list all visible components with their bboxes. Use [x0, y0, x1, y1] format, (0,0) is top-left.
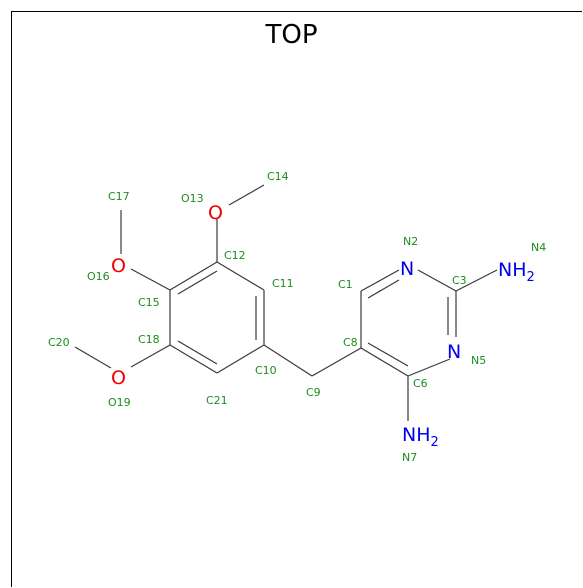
atom-o13: O: [208, 202, 223, 224]
label-o13: O13: [181, 192, 204, 205]
label-c11: C11: [272, 277, 294, 290]
diagram-frame: [11, 11, 582, 587]
atom-n4-subscript: 2: [527, 270, 535, 285]
atom-n7-subscript: 2: [431, 435, 439, 450]
label-o16: O16: [87, 270, 110, 283]
label-c10: C10: [255, 364, 277, 377]
bond-o19-c20: [74, 346, 112, 369]
label-n7: N7: [402, 451, 417, 464]
bond-c21-c18: [169, 344, 218, 374]
bond-c15-c12: [169, 261, 218, 291]
bond-c10-c21: [216, 344, 265, 374]
label-n4: N4: [531, 241, 546, 254]
label-n5: N5: [471, 354, 486, 367]
bond-c6-c8-inner: [367, 342, 409, 367]
label-c6: C6: [413, 377, 428, 390]
atom-n4-symbol: NH: [498, 259, 527, 281]
atom-o16: O: [111, 255, 126, 277]
label-n2: N2: [403, 235, 418, 248]
label-c14: C14: [267, 170, 289, 183]
bond-c14-o13: [228, 184, 265, 206]
label-c3: C3: [452, 274, 467, 287]
label-c15: C15: [138, 296, 160, 309]
bond-c18-o19: [130, 344, 171, 368]
atom-n5: N: [447, 341, 461, 363]
atom-o19: O: [111, 367, 126, 389]
bond-c21-c18-inner: [177, 340, 218, 365]
atom-n2: N: [400, 258, 414, 280]
diagram-title: TOP: [265, 20, 318, 50]
bond-c10-c9: [263, 344, 313, 377]
bond-n2-c3: [417, 269, 457, 292]
label-c17: C17: [108, 190, 130, 203]
bond-c1-n2-inner: [367, 279, 400, 299]
atom-n4: NH2: [498, 259, 535, 285]
bond-c15-c12-inner: [177, 270, 218, 295]
label-c1: C1: [338, 278, 353, 291]
label-c8: C8: [343, 336, 358, 349]
label-c9: C9: [306, 386, 321, 399]
label-c18: C18: [138, 333, 160, 346]
bond-c15-o16: [130, 268, 171, 291]
label-c20: C20: [48, 336, 70, 349]
bond-c9-c8: [311, 347, 362, 377]
atom-group: N N NH2 NH2 O O O: [111, 202, 535, 450]
label-o19: O19: [108, 396, 131, 409]
label-c12: C12: [224, 249, 246, 262]
bond-n5-c6: [407, 358, 451, 377]
label-c21: C21: [206, 394, 228, 407]
atom-n7: NH2: [402, 424, 439, 450]
bond-group: [74, 184, 498, 421]
label-group: C14 O13 C17 C12 O16 C11 C15 C18 C20 C10 …: [48, 170, 546, 464]
atom-n7-symbol: NH: [402, 424, 431, 446]
bond-c3-n4: [455, 269, 498, 292]
bond-c1-n2: [360, 269, 400, 292]
bond-c6-c8: [360, 347, 409, 377]
bond-c12-c11: [216, 261, 265, 291]
